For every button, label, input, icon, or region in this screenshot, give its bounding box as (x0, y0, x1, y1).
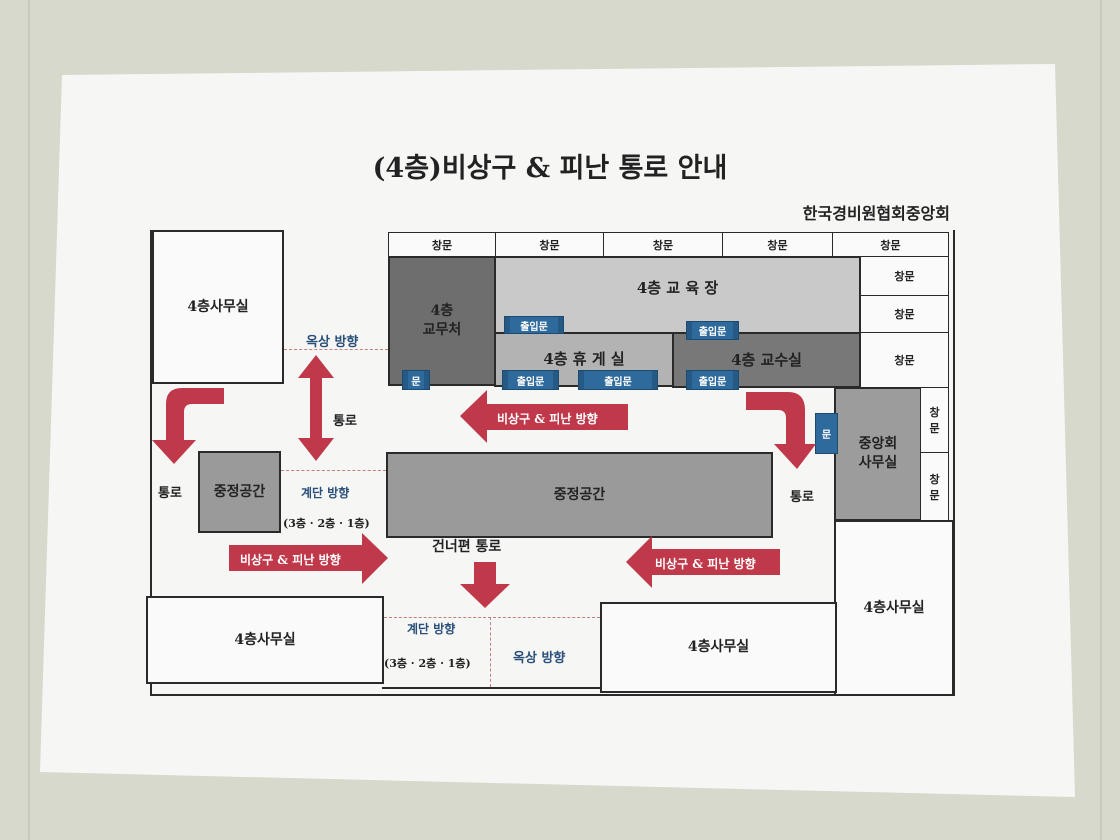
window: 창문 (860, 256, 949, 296)
window: 창문 (603, 232, 723, 257)
opposite-passage-label: 건너편 통로 (432, 539, 502, 555)
sign-title: (4층)비상구 & 피난 통로 안내 (372, 153, 728, 184)
arrow-left-top (460, 390, 628, 443)
divider (281, 470, 386, 471)
door: 문 (402, 370, 430, 390)
wall-seam (28, 0, 30, 840)
floor-plan-outline (150, 230, 955, 696)
arrow-left-bottom-right (626, 536, 780, 588)
room-office-bottom-right: 4층사무실 (600, 602, 837, 693)
door: 문 (815, 413, 838, 454)
window: 창문 (495, 232, 604, 257)
room-office-right: 4층사무실 (834, 520, 954, 696)
divider (490, 617, 491, 687)
room-faculty: 4층 교수실 (672, 332, 861, 388)
entrance-door: 출입문 (686, 370, 739, 390)
entrance-door: 출입문 (502, 370, 559, 390)
divider (384, 617, 600, 618)
evacuation-arrow-label: 비상구 & 피난 방향 (497, 412, 598, 426)
wall-seam (1100, 0, 1102, 840)
entrance-door: 출입문 (686, 321, 739, 340)
passage-label: 통로 (158, 486, 182, 501)
passage-label: 통로 (790, 490, 814, 505)
room-academic-affairs: 4층 교무처 (388, 256, 496, 386)
passage-label: 통로 (333, 414, 357, 429)
courtyard-main: 중정공간 (386, 452, 773, 538)
entrance-door: 출입문 (578, 370, 658, 390)
rooftop-direction-label: 옥상 방향 (513, 651, 566, 666)
arrow-down-center (460, 562, 510, 608)
room-office-bottom-left: 4층사무실 (146, 596, 384, 684)
double-arrow-vertical (298, 355, 334, 461)
room-training-hall: 4층 교 육 장 (494, 256, 861, 334)
entrance-door: 출입문 (504, 316, 564, 334)
window: 창 문 (920, 452, 949, 521)
rooftop-direction-label: 옥상 방향 (306, 335, 359, 350)
arrow-right-bottom-left (229, 533, 388, 584)
evacuation-arrow-label: 비상구 & 피난 방향 (655, 557, 756, 571)
window: 창문 (860, 295, 949, 333)
stairs-direction-label: 계단 방향 (301, 486, 350, 500)
window: 창문 (388, 232, 496, 257)
floors-label: (3층 · 2층 · 1층) (283, 517, 370, 530)
courtyard-small: 중정공간 (198, 451, 281, 533)
evacuation-arrow-label: 비상구 & 피난 방향 (240, 553, 341, 567)
window: 창 문 (920, 387, 949, 453)
room-office-top-left: 4층사무실 (152, 230, 284, 384)
arrow-turn-down-right (746, 392, 816, 469)
floors-label: (3층 · 2층 · 1층) (384, 657, 471, 670)
window: 창문 (832, 232, 949, 257)
arrow-turn-down-left (152, 388, 224, 464)
window: 창문 (860, 332, 949, 388)
organization-name: 한국경비원협회중앙회 (802, 204, 950, 223)
stairs-direction-label: 계단 방향 (407, 622, 456, 636)
stair-area (382, 617, 602, 689)
divider (284, 349, 388, 350)
